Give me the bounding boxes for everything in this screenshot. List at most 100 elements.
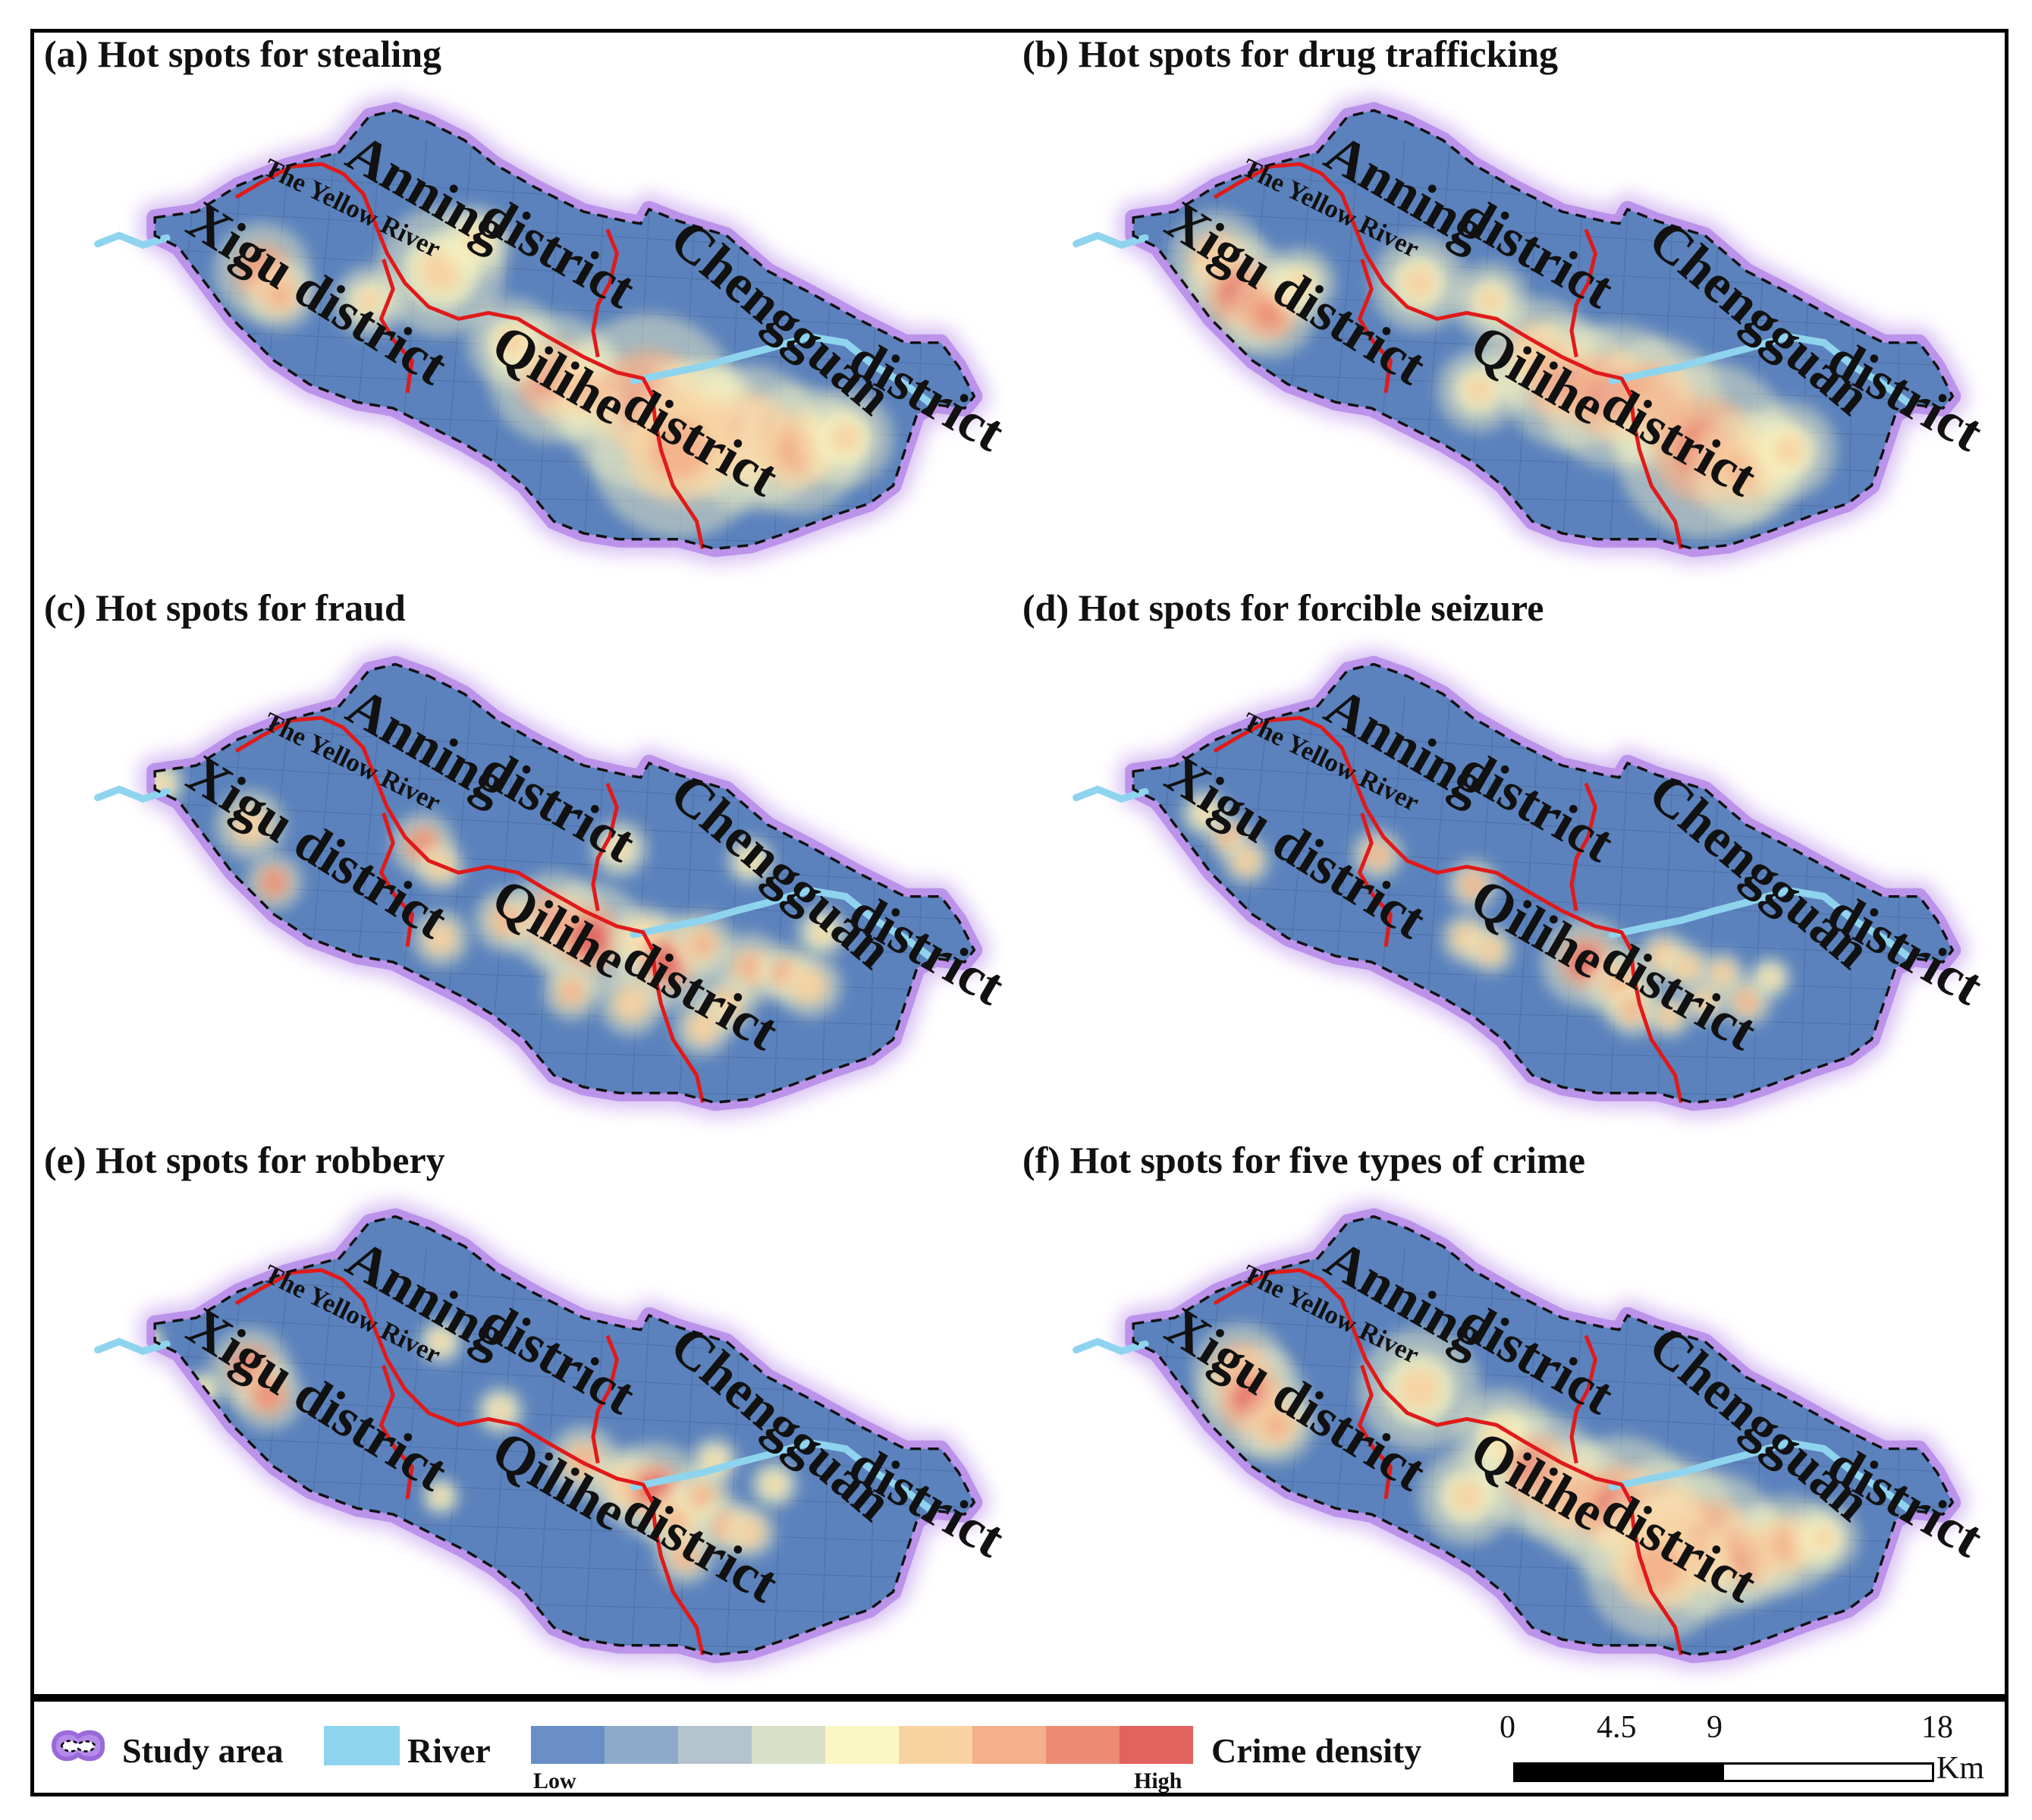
district-boundary <box>234 162 705 549</box>
hotspot-layer <box>1168 211 1837 539</box>
hotspot-core <box>693 1486 713 1507</box>
hotspot-core <box>829 422 862 454</box>
hotspot-core <box>1763 970 1778 985</box>
river-east <box>1608 1439 1911 1512</box>
hotspot-core <box>264 872 284 892</box>
hotspot-core <box>1482 941 1499 958</box>
river-east <box>630 887 933 960</box>
scale-tick-4-5: 4.5 <box>1597 1710 1637 1745</box>
ramp-cell <box>899 1726 972 1764</box>
river-west <box>94 1337 171 1355</box>
district-boundary <box>378 1365 414 1500</box>
hotspot-core <box>1715 966 1731 982</box>
hotspot-core <box>1399 1369 1440 1410</box>
hotspot-core <box>675 1546 695 1566</box>
study-area-outline <box>153 1215 976 1657</box>
study-area-label: Study area <box>122 1731 284 1770</box>
district-boundary <box>1357 259 1393 394</box>
hotspot-core <box>1402 267 1436 300</box>
panel-b: (b) Hot spots for drug trafficking Annin… <box>1016 32 1987 582</box>
ramp-cell <box>1046 1726 1120 1764</box>
hotspot-core <box>431 928 451 948</box>
hotspot-core <box>497 327 527 358</box>
legend: Study area River Low High Crime density … <box>30 1698 2008 1796</box>
panel-title: (a) Hot spots for stealing <box>44 33 442 75</box>
hotspot-core <box>155 775 169 792</box>
crime-density-ramp <box>531 1702 1198 1800</box>
river-east <box>630 333 933 406</box>
ramp-high-label: High <box>1134 1768 1182 1793</box>
ramp-cell <box>752 1726 825 1764</box>
district-boundary <box>1357 813 1393 948</box>
river-west <box>1073 1337 1149 1355</box>
district-boundary <box>378 259 414 394</box>
hotspot-core <box>464 229 488 253</box>
hotspot-core <box>766 1476 783 1493</box>
district-boundary <box>234 1268 705 1655</box>
district-boundary <box>591 1334 619 1463</box>
panel-title: (e) Hot spots for robbery <box>44 1139 445 1181</box>
hotspot-core <box>813 923 831 941</box>
hotspot-core <box>1478 288 1504 314</box>
district-boundary <box>234 715 705 1103</box>
hotspot-core <box>692 933 714 955</box>
hotspot-core <box>799 975 821 997</box>
hotspot-core <box>742 853 758 869</box>
scale-tick-9: 9 <box>1707 1710 1723 1745</box>
hotspot-core <box>1661 1007 1677 1023</box>
hotspot-core <box>357 289 382 313</box>
hotspot-core <box>561 982 582 1002</box>
hotspot-core <box>570 919 608 957</box>
hotspot-core <box>1633 1543 1682 1592</box>
hotspot-core <box>1450 1480 1483 1513</box>
scale-unit: Km <box>1936 1751 1984 1786</box>
hotspot-core <box>738 956 762 980</box>
river-east <box>1608 333 1911 406</box>
panel-title: (f) Hot spots for five types of crime <box>1022 1139 1585 1181</box>
panel-title: (b) Hot spots for drug trafficking <box>1022 33 1559 75</box>
hotspot-core <box>620 992 642 1015</box>
hotspot-core <box>495 909 517 932</box>
ramp-cell <box>605 1726 678 1764</box>
hotspot-core <box>1465 376 1493 404</box>
ramp-low-label: Low <box>533 1768 576 1793</box>
river-west <box>94 231 171 249</box>
river-label: River <box>407 1731 491 1770</box>
hotspot-core <box>1772 433 1804 467</box>
study-area-outline <box>153 108 976 551</box>
ramp-cell <box>825 1726 899 1764</box>
scale-tick-18: 18 <box>1921 1710 1953 1745</box>
panel-title: (c) Hot spots for fraud <box>44 586 406 629</box>
hotspot-core <box>1196 805 1213 822</box>
district-boundary <box>1213 162 1683 549</box>
river-east <box>630 1439 933 1512</box>
hotspot-layer <box>155 759 848 1057</box>
hotspot-core <box>1812 1526 1836 1550</box>
hotspot-layer <box>155 1319 799 1586</box>
hotspot-core <box>434 1490 448 1503</box>
district-boundary <box>1213 1268 1683 1655</box>
hotspot-core <box>1263 1412 1289 1438</box>
study-area-outline <box>153 662 976 1105</box>
hotspot-core <box>256 1383 280 1407</box>
hotspot-core <box>1238 853 1255 869</box>
scale-bar-filled <box>1513 1762 1722 1782</box>
hotspot-core <box>741 1523 759 1541</box>
study-area-icon <box>51 1730 105 1762</box>
panel-title: (d) Hot spots for forcible seizure <box>1022 586 1544 629</box>
study-area-outline <box>1132 1215 1955 1657</box>
district-boundary <box>591 782 619 911</box>
ramp-cell <box>1120 1726 1193 1764</box>
hotspot-core <box>1738 992 1756 1011</box>
river-west <box>1073 785 1149 803</box>
scale-tick-0: 0 <box>1500 1710 1515 1745</box>
hotspot-core <box>609 839 630 859</box>
panel-d: (d) Hot spots for forcible seizure Annin… <box>1016 586 1987 1136</box>
